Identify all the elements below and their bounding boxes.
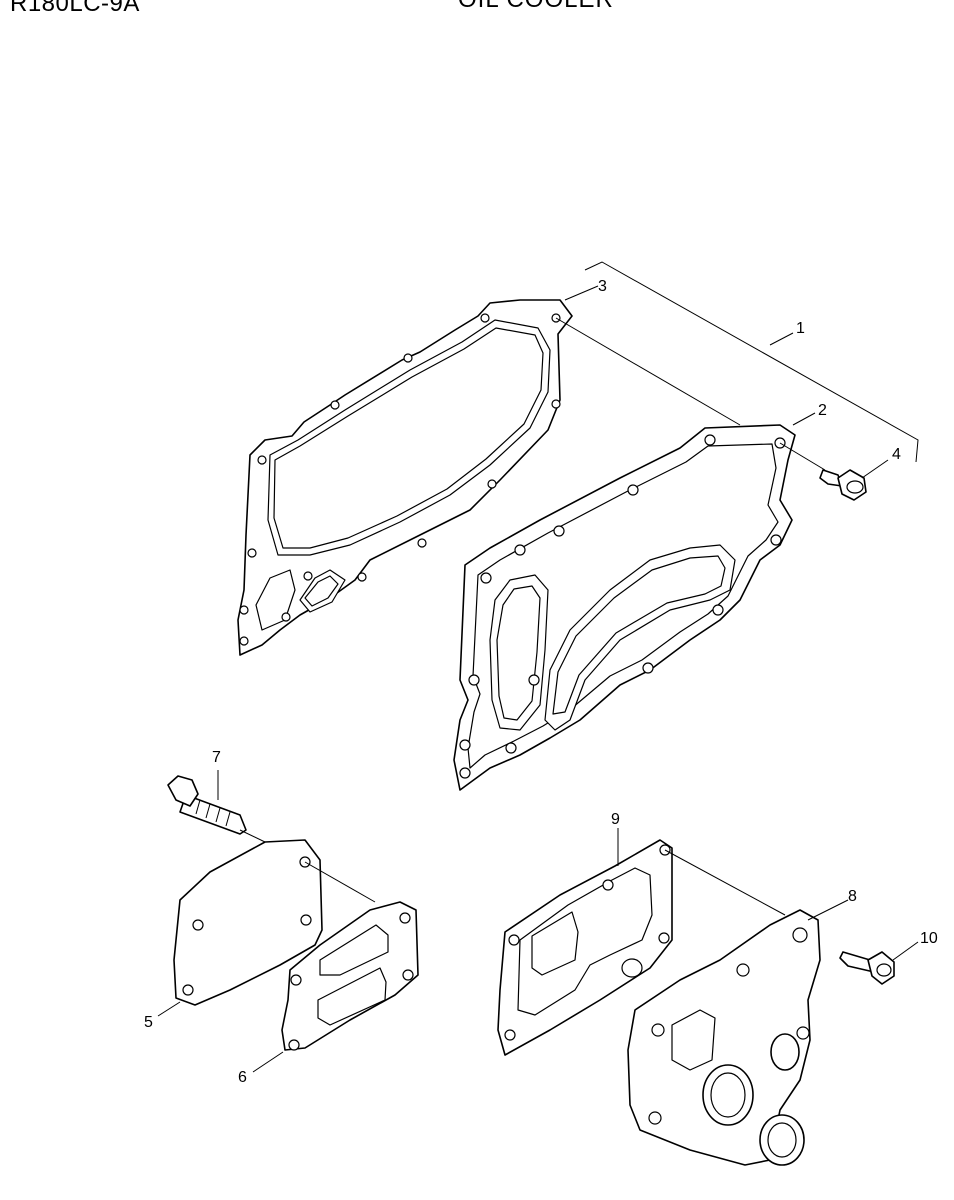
model-code: R180LC-9A xyxy=(10,0,140,17)
callout-1: 1 xyxy=(796,320,805,337)
bolt-part-4[interactable] xyxy=(819,469,867,501)
callout-7: 7 xyxy=(212,749,221,766)
callout-4: 4 xyxy=(892,446,901,463)
callout-8: 8 xyxy=(848,888,857,905)
callout-6: 6 xyxy=(238,1069,247,1086)
cooler-element[interactable] xyxy=(453,424,796,791)
oil-cooler-housing[interactable] xyxy=(627,909,821,1166)
callout-9: 9 xyxy=(611,811,620,828)
gasket-large[interactable] xyxy=(237,299,573,656)
callout-2: 2 xyxy=(818,402,827,419)
callout-5: 5 xyxy=(144,1014,153,1031)
gasket-part-9[interactable] xyxy=(497,839,673,1056)
callout-3: 3 xyxy=(598,278,607,295)
bolt-part-10[interactable] xyxy=(839,951,895,985)
gasket-small[interactable] xyxy=(281,901,419,1051)
callout-10: 10 xyxy=(920,930,938,947)
bolt-part-7[interactable] xyxy=(167,775,247,835)
leader-lines xyxy=(157,285,919,1073)
page-title: OIL COOLER xyxy=(458,0,614,14)
assembly-bracket xyxy=(584,261,919,463)
